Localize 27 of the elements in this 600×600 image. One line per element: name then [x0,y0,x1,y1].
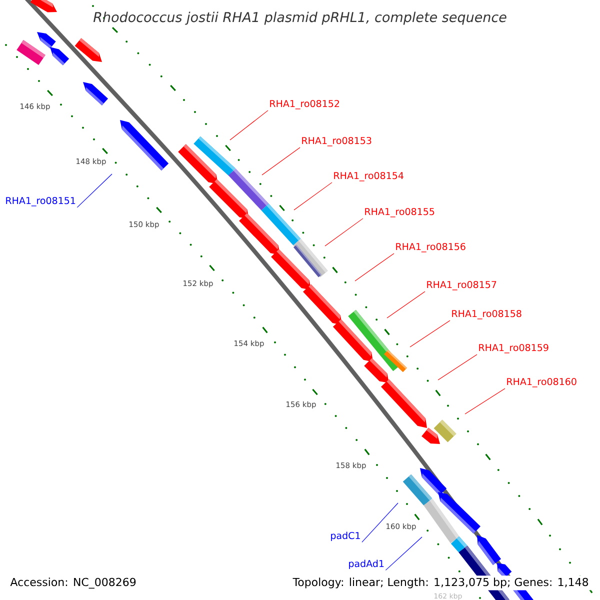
gene-label: RHA1_ro08155 [365,208,434,218]
gene-label: RHA1_ro08152 [270,100,340,110]
leader-line [354,253,394,282]
leader-line [385,536,422,570]
leader-line [438,354,478,380]
gene-label: RHA1_ro08156 [396,242,466,252]
gene-label: RHA1_ro08151 [6,196,76,206]
gene-label: RHA1_ro08158 [452,310,522,320]
gene-label: padAd1 [349,560,384,569]
leader-line [410,320,450,348]
leader-line [362,502,398,542]
gene-label: padC1 [331,532,360,541]
leader-line [324,218,364,246]
leader-line [464,388,506,414]
info-text: Topology: linear; Length: 1,123,075 bp; Genes: 1,148 [290,576,591,590]
title: Rhodococcus jostii RHA1 plasmid pRHL1, complete sequence [93,12,506,25]
gene-label: RHA1_ro08159 [479,344,548,354]
leader-line [294,182,332,210]
leader-line [76,174,112,208]
gene-label: RHA1_ro08157 [427,280,496,290]
gene-label: RHA1_ro08154 [334,172,404,182]
leader-line [262,147,300,176]
gene-label: RHA1_ro08153 [302,136,372,146]
accession-text: Accession: NC_008269 [10,578,136,589]
gene-label: RHA1_ro08160 [507,378,576,388]
leader-line [386,291,426,318]
leader-line [230,110,268,140]
